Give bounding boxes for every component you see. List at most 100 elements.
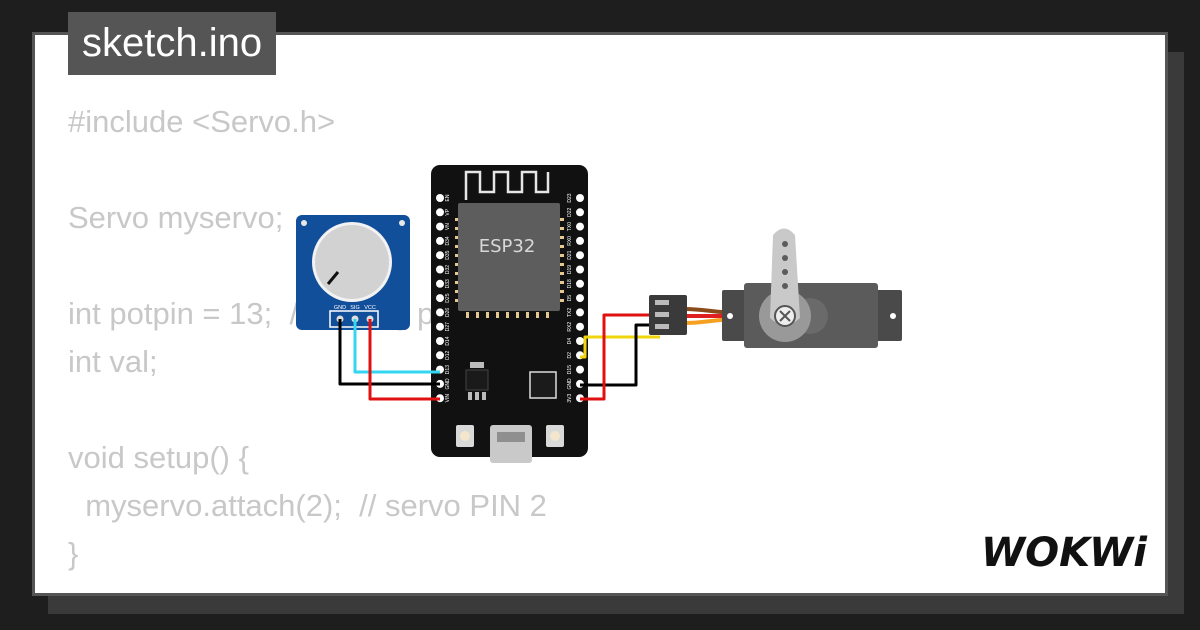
regulator-leg bbox=[475, 392, 479, 400]
pin-label: D27 bbox=[445, 322, 451, 331]
horn-hole bbox=[782, 255, 788, 261]
mount-hole bbox=[399, 220, 405, 226]
pot-pin-label: SIG bbox=[350, 305, 359, 311]
header-pin-d23[interactable] bbox=[576, 194, 584, 202]
header-pin-d5[interactable] bbox=[576, 294, 584, 303]
connector-pin bbox=[655, 312, 669, 317]
header-pin-d15[interactable] bbox=[576, 365, 584, 374]
pin-label: D12 bbox=[445, 351, 451, 360]
header-pin-d34[interactable] bbox=[436, 236, 444, 245]
header-pin-d19[interactable] bbox=[576, 265, 584, 274]
pin-label: GND bbox=[445, 378, 451, 390]
wire-servo-vcc[interactable] bbox=[580, 313, 660, 401]
module-pad bbox=[558, 290, 564, 293]
usb-serial-chip bbox=[529, 371, 557, 399]
pin-label: D35 bbox=[445, 250, 451, 259]
module-pad bbox=[558, 263, 564, 266]
regulator-tab bbox=[470, 362, 484, 368]
module-pad bbox=[476, 312, 479, 318]
reset-button[interactable] bbox=[546, 425, 564, 447]
module-pad bbox=[496, 312, 499, 318]
pin-label: D34 bbox=[445, 236, 451, 245]
code-line: void setup() { bbox=[68, 440, 249, 475]
pin-label: D18 bbox=[567, 279, 573, 288]
chip-label: ESP32 bbox=[479, 236, 536, 257]
header-pin-d14[interactable] bbox=[436, 337, 444, 345]
pin-label: D2 bbox=[567, 352, 573, 359]
module-pad bbox=[558, 227, 564, 230]
wire-gnd[interactable] bbox=[338, 319, 440, 386]
module-pad bbox=[546, 312, 549, 318]
pin-label: D23 bbox=[567, 193, 573, 202]
mount-hole bbox=[301, 220, 307, 226]
pin-label: TX2 bbox=[567, 308, 573, 317]
pin-label: D5 bbox=[567, 295, 573, 302]
pot-indicator bbox=[326, 271, 340, 285]
pin-label: D21 bbox=[567, 250, 573, 259]
header-pin-d25[interactable] bbox=[436, 294, 444, 303]
pin-label: D4 bbox=[567, 338, 573, 345]
module-pad bbox=[558, 281, 564, 284]
esp32-board[interactable]: ESP32 ENVPVND34D35D32D33D25D26D27D14D12D… bbox=[431, 165, 588, 463]
header-pin-tx0[interactable] bbox=[576, 222, 584, 231]
header-pin-d32[interactable] bbox=[436, 265, 444, 274]
horn-hole bbox=[782, 269, 788, 275]
header-pin-d12[interactable] bbox=[436, 351, 444, 360]
header-pin-d18[interactable] bbox=[576, 279, 584, 288]
wire-pwm[interactable] bbox=[580, 335, 660, 359]
pin-label: D33 bbox=[445, 279, 451, 288]
module-pad bbox=[506, 312, 509, 318]
module-pad bbox=[558, 272, 564, 275]
pin-label: EN bbox=[445, 194, 451, 201]
pin-label: RX0 bbox=[567, 236, 573, 246]
header-pin-d33[interactable] bbox=[436, 279, 444, 288]
code-line: int val; bbox=[68, 344, 158, 379]
header-pin-d35[interactable] bbox=[436, 251, 444, 260]
servo-horn[interactable] bbox=[770, 228, 800, 326]
servo-motor[interactable] bbox=[649, 228, 902, 349]
wokwi-logo: WOKWi bbox=[981, 530, 1148, 576]
mount-hole bbox=[890, 313, 896, 319]
usb-port bbox=[497, 432, 525, 442]
module-pad bbox=[558, 299, 564, 302]
header-pin-d21[interactable] bbox=[576, 251, 584, 260]
potentiometer[interactable]: GND SIG VCC bbox=[296, 215, 410, 330]
module-pad bbox=[516, 312, 519, 318]
header-pin-d4[interactable] bbox=[576, 337, 584, 345]
pin-label: VIN bbox=[445, 394, 451, 403]
voltage-regulator bbox=[465, 369, 489, 391]
mount-hole bbox=[727, 313, 733, 319]
esp32-module bbox=[458, 203, 560, 311]
header-pin-d22[interactable] bbox=[576, 208, 584, 217]
wire-vcc[interactable] bbox=[368, 319, 440, 401]
header-pin-rx2[interactable] bbox=[576, 322, 584, 331]
header-pin-rx0[interactable] bbox=[576, 236, 584, 245]
header-pin-tx2[interactable] bbox=[576, 308, 584, 317]
pin-label: D19 bbox=[567, 265, 573, 274]
pot-pin-label: GND bbox=[334, 305, 346, 311]
header-pin-vn[interactable] bbox=[436, 222, 444, 231]
boot-button[interactable] bbox=[456, 425, 474, 447]
pin-label: GND bbox=[567, 378, 573, 390]
pot-knob[interactable] bbox=[315, 225, 389, 299]
pin-label: D15 bbox=[567, 365, 573, 374]
left-header-pins: ENVPVND34D35D32D33D25D26D27D14D12D13GNDV… bbox=[436, 194, 451, 402]
pin-label: D22 bbox=[567, 208, 573, 217]
pin-label: D26 bbox=[445, 308, 451, 317]
screw-cross bbox=[779, 310, 791, 322]
regulator-leg bbox=[482, 392, 486, 400]
connector-pin bbox=[655, 300, 669, 305]
regulator-leg bbox=[468, 392, 472, 400]
header-pin-vp[interactable] bbox=[436, 208, 444, 217]
wire-signal[interactable] bbox=[353, 319, 440, 374]
module-pad bbox=[536, 312, 539, 318]
preview-card bbox=[32, 32, 1168, 596]
file-tab[interactable]: sketch.ino bbox=[68, 12, 277, 75]
pin-label: D32 bbox=[445, 265, 451, 274]
header-pin-en[interactable] bbox=[436, 194, 444, 202]
wire-servo-gnd[interactable] bbox=[580, 323, 660, 387]
header-pin-d27[interactable] bbox=[436, 322, 444, 331]
module-pad bbox=[558, 254, 564, 257]
header-pin-d26[interactable] bbox=[436, 308, 444, 317]
